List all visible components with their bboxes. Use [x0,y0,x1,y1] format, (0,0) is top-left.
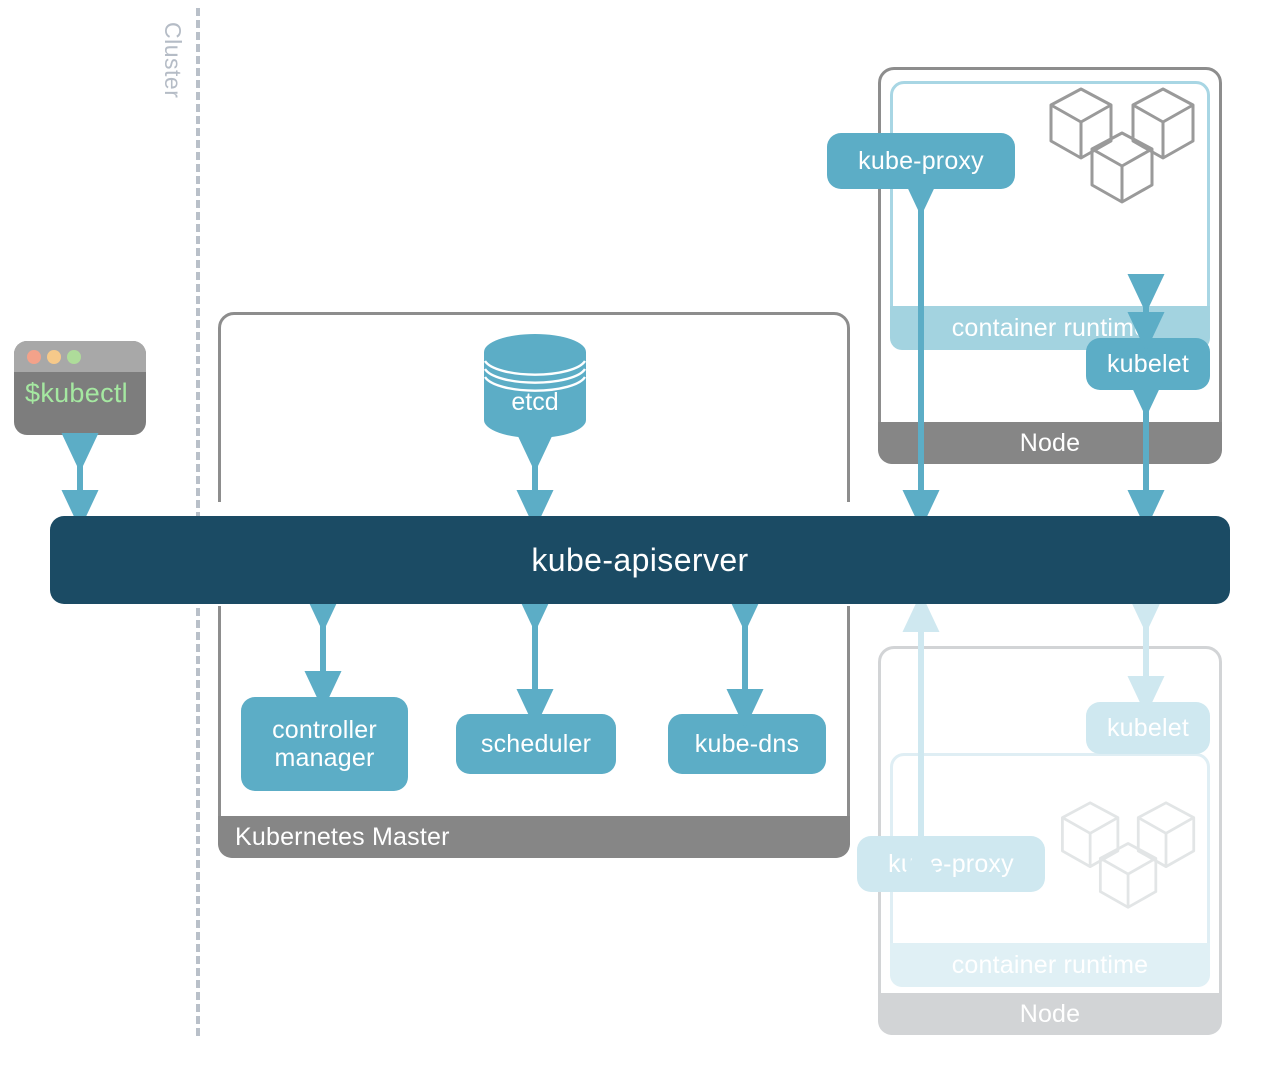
kube-apiserver-bar[interactable]: kube-apiserver [50,516,1230,604]
terminal-titlebar [14,341,146,372]
kubectl-terminal-window[interactable]: $kubectl [14,341,146,435]
cluster-label: Cluster [160,22,186,99]
maximize-dot-icon[interactable] [67,350,81,364]
node-top-pods-cubes [1043,83,1203,223]
kubelet-bottom-pill[interactable]: kubelet [1086,702,1210,754]
kubelet-top-pill[interactable]: kubelet [1086,338,1210,390]
minimize-dot-icon[interactable] [47,350,61,364]
node-bottom-pods-cubes [1055,797,1203,927]
node-bottom-container-runtime-bar: container runtime [890,943,1210,987]
etcd-label: etcd [511,388,559,416]
node-bottom-footer-label: Node [878,993,1222,1035]
pod-cubes-icon-faded [1061,801,1196,909]
etcd-cylinder-icon [483,334,587,438]
master-footer-label: Kubernetes Master [218,816,850,858]
node-top-footer-label: Node [878,422,1222,464]
kubectl-prompt-text: $kubectl [25,378,128,408]
kube-proxy-top-pill[interactable]: kube-proxy [827,133,1015,189]
scheduler-pill[interactable]: scheduler [456,714,616,774]
etcd-datastore[interactable]: etcd [482,334,588,438]
close-dot-icon[interactable] [27,350,41,364]
pod-cubes-icon [1049,87,1195,204]
kube-proxy-bottom-pill[interactable]: kube-proxy [857,836,1045,892]
kube-dns-pill[interactable]: kube-dns [668,714,826,774]
